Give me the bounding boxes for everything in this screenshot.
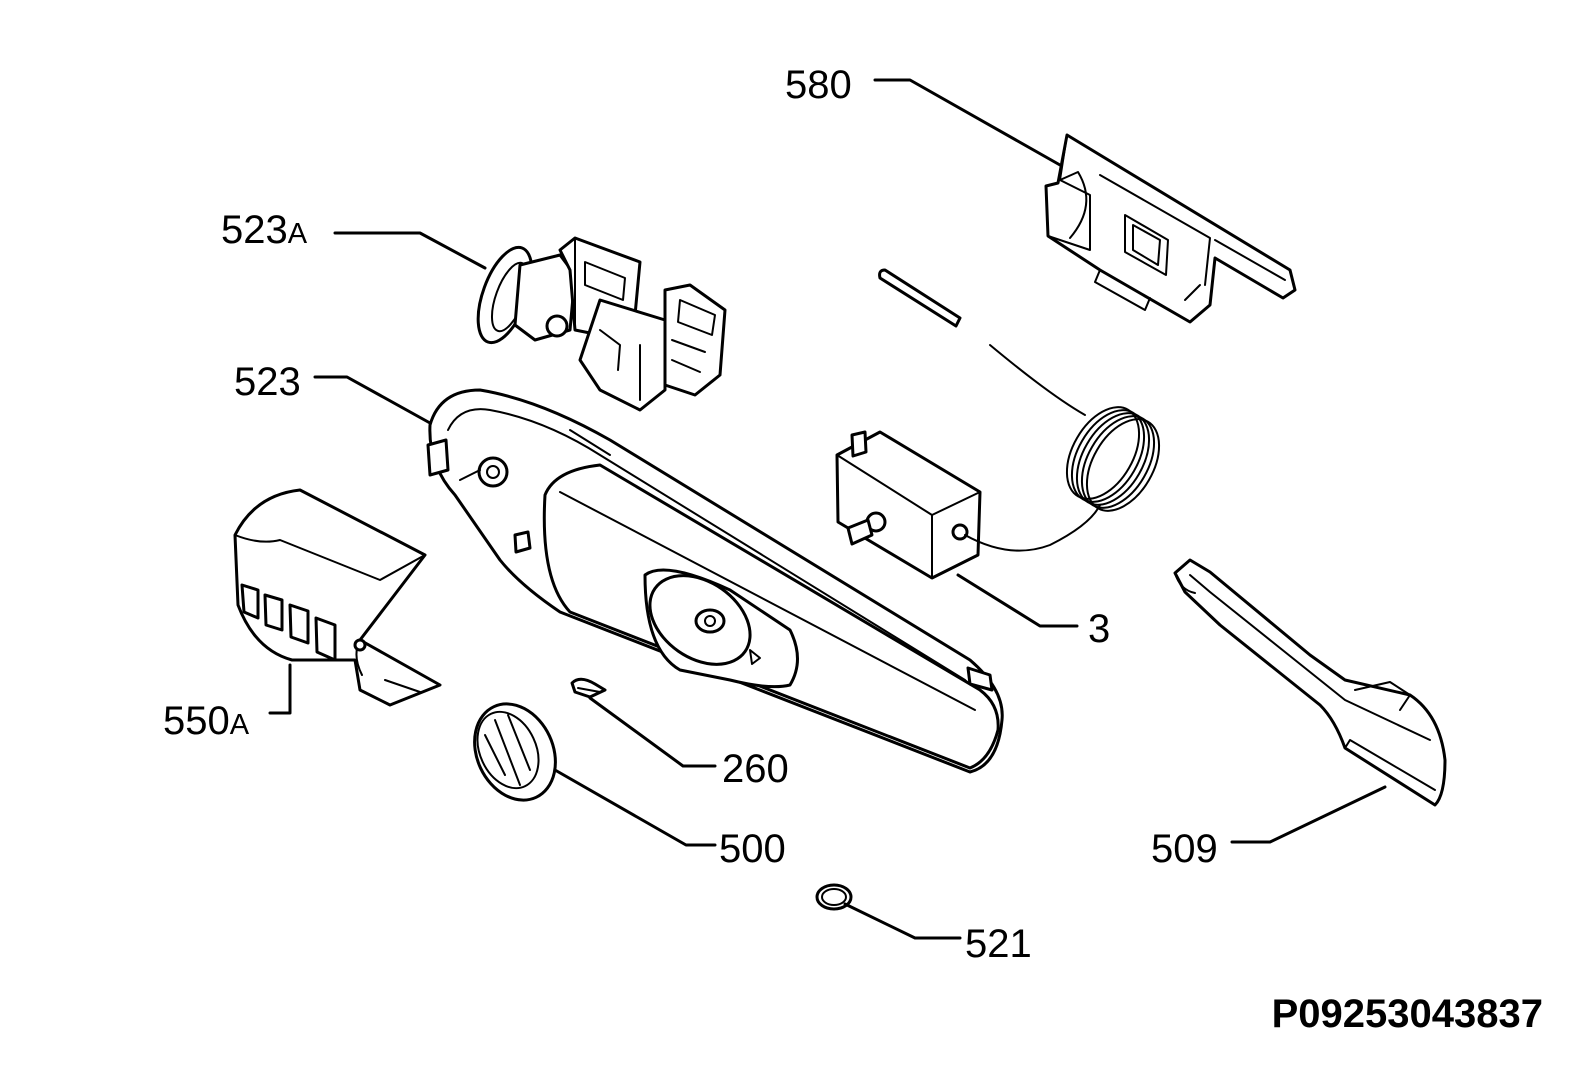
leader-550a [268,663,292,715]
part-521-ring [815,883,853,911]
callout-521: 521 [965,922,1032,966]
part-509-lever [1173,558,1447,807]
callout-260: 260 [722,747,789,791]
part-523-housing [426,388,1004,774]
part-580-bracket [1044,133,1297,324]
leader-509 [1230,785,1387,844]
part-550a-cover [233,488,442,707]
callout-550a: 550A [163,699,250,743]
part-260-clip [570,677,607,699]
leader-521 [843,902,962,940]
callout-500: 500 [719,827,786,871]
leader-3 [956,573,1079,628]
leader-523 [313,375,432,425]
leader-580 [873,78,1062,167]
reference-code: P09253043837 [1272,992,1543,1036]
callout-509: 509 [1151,827,1218,871]
leader-500 [553,768,717,847]
part-3-thermostat [835,268,1161,580]
callout-523: 523 [234,360,301,404]
leader-lines [268,78,1387,940]
part-523a-switch [476,236,727,412]
leader-260 [588,696,717,768]
part-500-knob [473,702,557,802]
callout-580: 580 [785,63,852,107]
callout-523a: 523A [221,208,308,252]
callout-3: 3 [1088,607,1110,651]
leader-523a [333,231,487,270]
